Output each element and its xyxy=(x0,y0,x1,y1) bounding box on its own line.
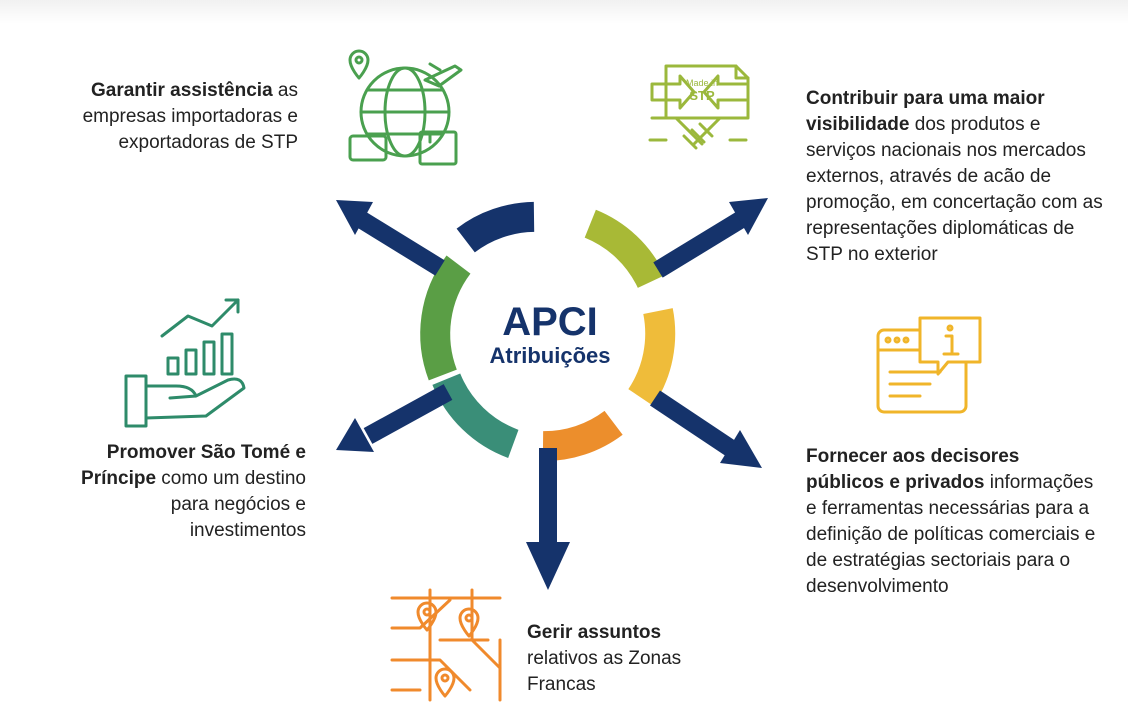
ring-segment-green xyxy=(420,255,471,381)
made-in-stp-handshake-icon xyxy=(648,64,750,150)
attribution-promotion: Promover São Tomé e Príncipe como um des… xyxy=(60,440,306,544)
attribution-information-bold: Fornecer aos decisores públicos e privad… xyxy=(806,446,1020,493)
center-ring xyxy=(420,201,676,462)
center-title: APCI xyxy=(502,300,598,344)
stp-badge-label: STP xyxy=(689,88,715,103)
attribution-free-zones-text: relativos as Zonas Francas xyxy=(527,648,682,695)
arrow-bottom-right xyxy=(650,390,762,468)
attribution-information: Fornecer aos decisores públicos e privad… xyxy=(806,444,1096,600)
attribution-promotion-bold: Promover São Tomé e Príncipe xyxy=(81,442,306,489)
attribution-assistance-text: as empresas importadoras e exportadoras … xyxy=(82,80,298,153)
attribution-promotion-text: como um destino para negócios e investim… xyxy=(156,468,306,541)
information-window-icon xyxy=(876,316,982,414)
attribution-information-text: informações e ferramentas necessárias pa… xyxy=(806,472,1096,597)
city-map-pins-icon xyxy=(390,588,502,702)
arrow-bottom-left xyxy=(336,384,453,452)
arrow-top-right xyxy=(653,198,768,278)
ring-segment-lime xyxy=(584,209,665,289)
attribution-visibility: Contribuir para uma maior visibilidade d… xyxy=(806,86,1106,268)
attribution-assistance: Garantir assistência as empresas importa… xyxy=(30,78,298,156)
attribution-free-zones: Gerir assuntos relativos as Zonas Franca… xyxy=(527,620,697,698)
arrow-top-left xyxy=(336,200,445,276)
ring-segment-teal xyxy=(432,373,519,458)
attribution-visibility-text: dos produtos e serviços nacionais nos me… xyxy=(806,114,1103,265)
attribution-free-zones-bold: Gerir assuntos xyxy=(527,622,662,643)
top-shadow-band xyxy=(0,0,1128,24)
ring-segment-navy xyxy=(456,201,535,253)
made-in-label: Made in xyxy=(686,78,718,88)
attribution-assistance-bold: Garantir assistência xyxy=(90,80,273,101)
growth-chart-hand-icon xyxy=(124,298,246,428)
arrow-down xyxy=(526,448,570,590)
attribution-visibility-bold: Contribuir para uma maior visibilidade xyxy=(806,88,1045,135)
center-subtitle: Atribuições xyxy=(489,343,611,368)
ring-segment-orange xyxy=(542,410,623,462)
ring-segment-yellow xyxy=(628,308,676,406)
globe-logistics-icon xyxy=(348,49,463,166)
